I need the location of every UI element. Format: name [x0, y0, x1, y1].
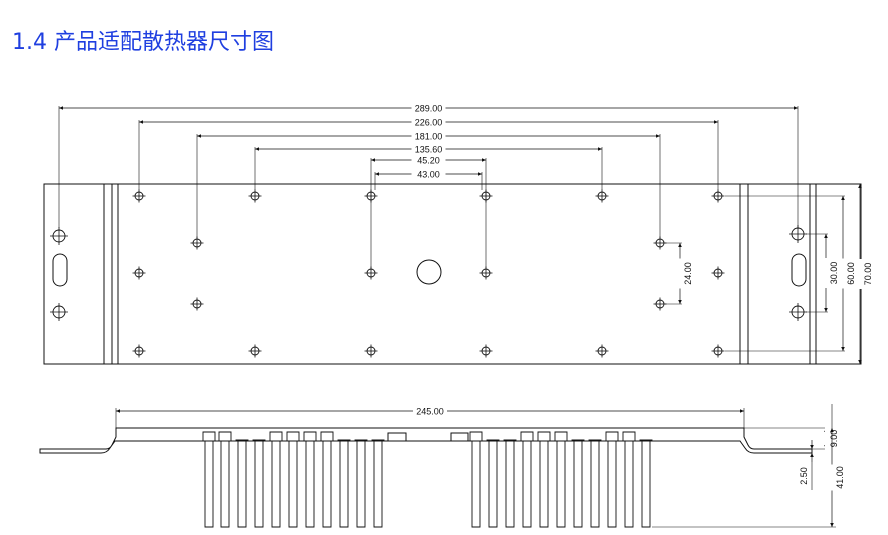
heatsink-fins [202, 431, 653, 528]
dimension-label: 70.00 [863, 263, 873, 286]
fin [520, 431, 534, 528]
dimension-label: 9.00 [829, 430, 839, 448]
side-view-dimensions: 245.00 9.00 2.50 41.00 [115, 404, 845, 528]
dimension-245.00: 245.00 [115, 406, 745, 428]
mounting-hole [248, 189, 262, 203]
slots [52, 253, 807, 287]
dimension-45.20: 45.20 [370, 155, 487, 268]
mounting-hole [479, 266, 493, 280]
fin [202, 431, 216, 528]
dimension-label: 245.00 [416, 407, 444, 417]
fin [605, 431, 619, 528]
fin [469, 431, 483, 528]
dimension-label: 41.00 [835, 466, 845, 489]
fin [503, 439, 517, 528]
mounting-hole [789, 303, 807, 321]
mounting-hole [364, 266, 378, 280]
heatsink-side-view: 245.00 9.00 2.50 41.00 [39, 404, 845, 528]
mounting-hole [190, 236, 204, 250]
mounting-hole [595, 189, 609, 203]
dimension-label: 60.00 [846, 262, 856, 285]
dimension-label: 135.60 [415, 145, 443, 155]
dimension-30.00: 30.00 [806, 233, 839, 313]
dimension-9.00: 9.00 [744, 425, 839, 452]
dimension-226.00: 226.00 [138, 117, 719, 190]
fin [354, 439, 368, 528]
plate-outline [43, 183, 862, 365]
fin [622, 431, 636, 528]
base-steps [387, 432, 469, 441]
fin [269, 431, 283, 528]
mounting-holes [50, 189, 807, 358]
mounting-hole [479, 344, 493, 358]
dimension-43.00: 43.00 [374, 169, 483, 190]
dimension-289.00: 289.00 [58, 103, 799, 228]
center-hole [416, 259, 442, 285]
mounting-hole [595, 344, 609, 358]
mounting-hole [653, 297, 667, 311]
dimension-70.00: 70.00 [858, 184, 873, 364]
mounting-hole [364, 344, 378, 358]
fin [371, 439, 385, 528]
slot-right [791, 253, 807, 287]
dimension-label: 226.00 [415, 118, 443, 128]
fin [588, 439, 602, 528]
mounting-hole [132, 189, 146, 203]
fin [337, 439, 351, 528]
mounting-hole [50, 227, 68, 245]
fin [554, 431, 568, 528]
fin [303, 431, 317, 528]
fin [639, 439, 653, 528]
dimension-135.60: 135.60 [254, 144, 603, 190]
mounting-hole [50, 303, 68, 321]
mounting-hole [190, 297, 204, 311]
dimension-60.00: 60.00 [725, 195, 856, 352]
dimension-24.00: 24.00 [665, 242, 693, 305]
mounting-hole [132, 344, 146, 358]
dimension-2.50: 2.50 [799, 440, 814, 490]
page-title: 1.4 产品适配散热器尺寸图 [12, 30, 274, 55]
fin [286, 431, 300, 528]
dimension-label: 289.00 [415, 104, 443, 114]
fin [486, 439, 500, 528]
mounting-hole [653, 236, 667, 250]
mounting-hole [711, 344, 725, 358]
base-profile [39, 427, 813, 454]
dimension-41.00: 41.00 [652, 404, 845, 528]
mounting-hole [711, 189, 725, 203]
dimension-label: 181.00 [415, 132, 443, 142]
dimension-label: 43.00 [417, 170, 440, 180]
dimension-181.00: 181.00 [196, 131, 661, 238]
mounting-hole [132, 266, 146, 280]
fin [252, 439, 266, 528]
mounting-hole [248, 344, 262, 358]
mounting-hole [711, 266, 725, 280]
fin [571, 439, 585, 528]
fin [537, 431, 551, 528]
dimension-label: 45.20 [417, 156, 440, 166]
bend-lines [103, 184, 817, 364]
dimension-label: 2.50 [799, 467, 809, 485]
slot-left [52, 253, 68, 287]
dimension-label: 30.00 [829, 262, 839, 285]
fin [218, 431, 232, 528]
dimension-label: 24.00 [683, 262, 693, 285]
fin [320, 431, 334, 528]
fin [235, 439, 249, 528]
